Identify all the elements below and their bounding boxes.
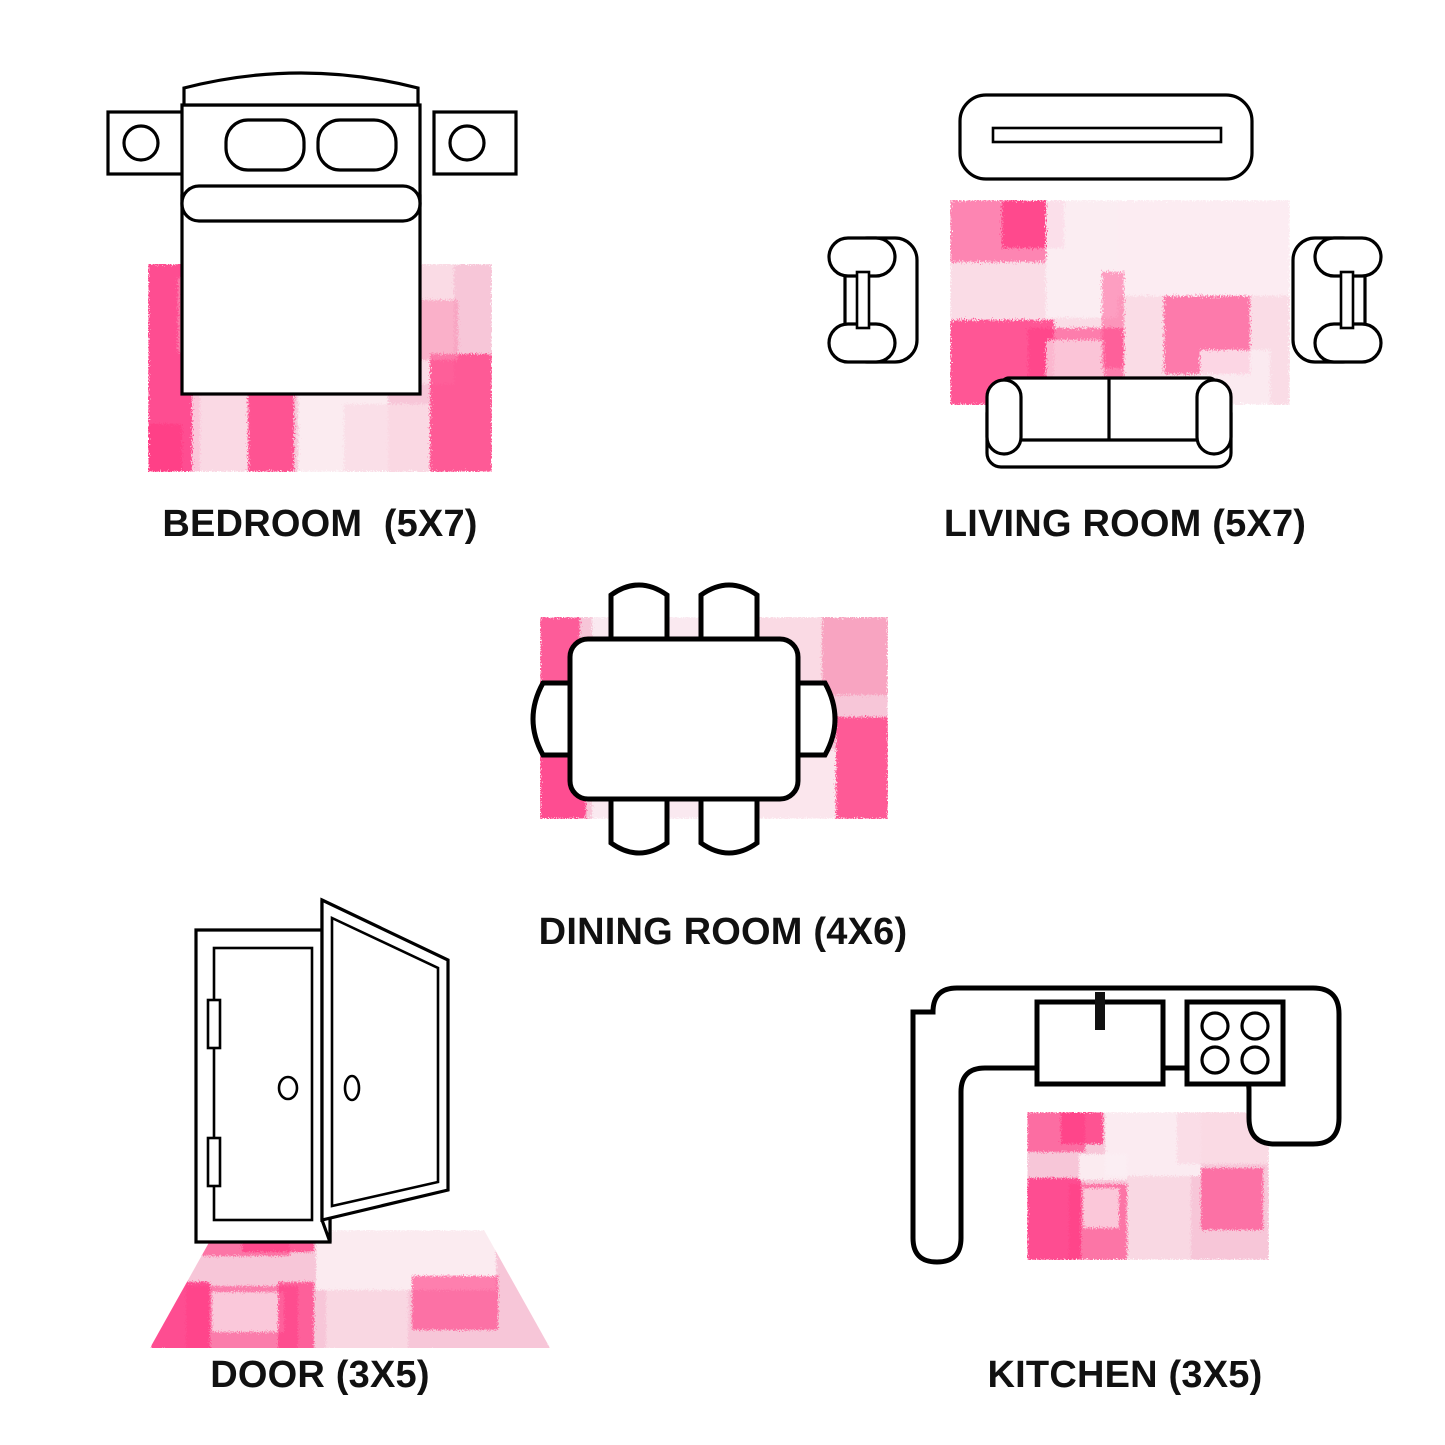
bolster <box>180 184 422 223</box>
door-panel-open-inner <box>330 915 440 1208</box>
dining-room-furniture <box>530 582 838 856</box>
pillow-left <box>224 118 306 172</box>
scene-door: DOOR (3X5) <box>0 890 640 1445</box>
armchair-left <box>827 236 919 364</box>
chair-top-right <box>698 582 760 644</box>
chair-top-left <box>608 582 670 644</box>
burner-bottom-left-icon <box>1200 1045 1230 1075</box>
chair-right <box>794 680 838 758</box>
living-room-label: LIVING ROOM (5X7) <box>943 503 1307 545</box>
lamp-left-icon <box>122 124 160 162</box>
chair-left <box>530 680 574 758</box>
bedroom-label: BEDROOM (5X7) <box>162 503 478 545</box>
tv-screen <box>991 126 1223 144</box>
door-furniture <box>194 897 450 1244</box>
scene-bedroom: BEDROOM (5X7) <box>0 0 640 560</box>
headboard-crest <box>182 71 420 107</box>
burner-bottom-right-icon <box>1240 1045 1270 1075</box>
scene-living-room: LIVING ROOM (5X7) <box>805 0 1445 560</box>
dining-room-label: DINING ROOM (4X6) <box>538 911 908 953</box>
living-room-rug <box>950 200 1290 405</box>
chair-bottom-right <box>698 794 760 856</box>
knob-right-icon <box>343 1074 361 1102</box>
scene-kitchen: KITCHEN (3X5) <box>805 930 1445 1445</box>
burner-top-right-icon <box>1240 1011 1270 1041</box>
scene-dining-room: DINING ROOM (4X6) <box>403 565 1043 985</box>
hinge-upper <box>206 998 222 1050</box>
cooktop <box>1184 999 1286 1087</box>
faucet <box>1095 992 1105 1030</box>
door-rug <box>150 1230 550 1350</box>
chair-bottom-left <box>608 794 670 856</box>
hinge-lower <box>206 1136 222 1188</box>
burner-top-left-icon <box>1200 1011 1230 1041</box>
sofa <box>985 376 1233 469</box>
lamp-right-icon <box>448 124 486 162</box>
kitchen-label: KITCHEN (3X5) <box>987 1354 1263 1396</box>
armchair-right <box>1291 236 1383 364</box>
dining-table <box>567 636 801 802</box>
rug-texture-living-room <box>950 200 1290 405</box>
kitchen-rug <box>1027 1112 1269 1260</box>
knob-left-icon <box>277 1075 299 1101</box>
pillow-right <box>316 118 398 172</box>
kitchen-furniture <box>910 985 1342 1265</box>
rug-texture-door <box>150 1230 550 1348</box>
living-room-furniture <box>827 93 1383 469</box>
door-label: DOOR (3X5) <box>210 1354 430 1396</box>
rug-texture-kitchen <box>1027 1112 1269 1260</box>
bedroom-furniture <box>106 71 518 396</box>
mattress <box>180 194 422 396</box>
